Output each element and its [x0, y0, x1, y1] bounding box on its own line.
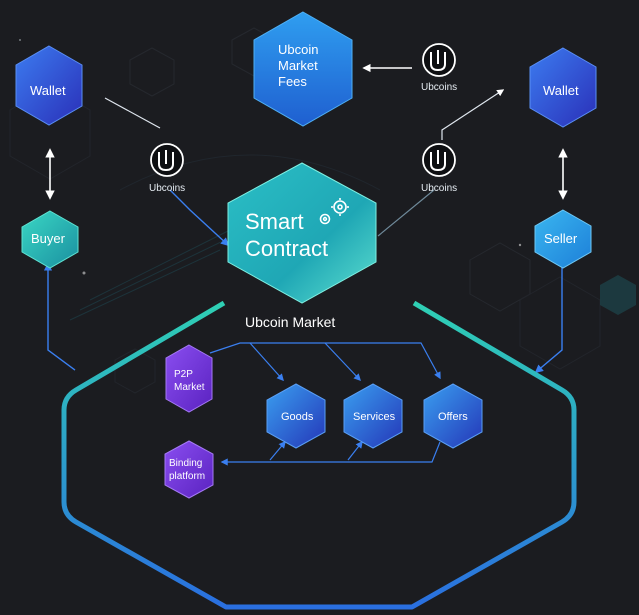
p2p-to-goods-arrow: [249, 342, 284, 382]
wallet-left-node: Wallet: [15, 45, 83, 126]
p2p-label-line2: Market: [174, 382, 205, 393]
market-title: Ubcoin Market: [245, 314, 335, 330]
fees-label-line1: Ubcoin: [278, 42, 318, 57]
p2p-market-node: P2P Market: [165, 344, 213, 413]
binding-platform-node: Binding platform: [164, 440, 214, 499]
gear-icon: [319, 198, 349, 225]
wallet-to-token-line: [104, 97, 161, 129]
binding-label-line2: platform: [169, 471, 205, 482]
token-right-label: Ubcoins: [421, 183, 457, 194]
token-right: Ubcoins: [421, 143, 457, 194]
p2p-to-services-arrow: [324, 342, 361, 382]
offers-node: Offers: [423, 383, 483, 449]
token-to-contract-arrow: [169, 189, 230, 247]
seller-label: Seller: [544, 231, 578, 246]
binding-label-line1: Binding: [169, 458, 202, 469]
fees-label-line3: Fees: [278, 74, 307, 89]
contract-to-token-line: [377, 189, 435, 237]
ubcoin-market-frame: [61, 300, 577, 610]
token-left: Ubcoins: [149, 143, 185, 194]
ubcoin-logo-icon: [422, 43, 456, 77]
ubcoin-logo-icon: [150, 143, 184, 177]
offers-to-binding-arrow: [220, 441, 441, 466]
goods-label: Goods: [281, 411, 314, 423]
p2p-to-offers-arrow: [209, 342, 441, 380]
offers-label: Offers: [438, 411, 468, 423]
buyer-label: Buyer: [31, 231, 66, 246]
token-left-label: Ubcoins: [149, 183, 185, 194]
market-to-buyer-arrow: [43, 262, 76, 371]
seller-to-market-arrow: [534, 264, 563, 374]
p2p-label-line1: P2P: [174, 369, 193, 380]
services-label: Services: [353, 411, 396, 423]
binding-to-services-arrow: [347, 440, 363, 461]
smart-contract-line2: Contract: [245, 236, 328, 261]
token-top: Ubcoins: [421, 43, 457, 93]
buyer-node: Buyer: [21, 210, 79, 269]
goods-node: Goods: [266, 383, 326, 449]
background-decoration: [9, 27, 636, 394]
services-node: Services: [343, 383, 403, 449]
smart-contract-node: Smart Contract: [227, 162, 377, 304]
token-top-label: Ubcoins: [421, 82, 457, 93]
seller-node: Seller: [534, 209, 592, 269]
wallet-left-label: Wallet: [30, 83, 66, 98]
wallet-right-node: Wallet: [529, 47, 597, 128]
token-to-wallet-arrow: [441, 89, 505, 140]
market-fees-node: Ubcoin Market Fees: [253, 11, 353, 127]
wallet-right-label: Wallet: [543, 83, 579, 98]
connectors: [43, 63, 568, 466]
fees-label-line2: Market: [278, 58, 318, 73]
smart-contract-line1: Smart: [245, 209, 304, 234]
ubcoin-logo-icon: [422, 143, 456, 177]
binding-to-goods-arrow: [269, 440, 286, 461]
